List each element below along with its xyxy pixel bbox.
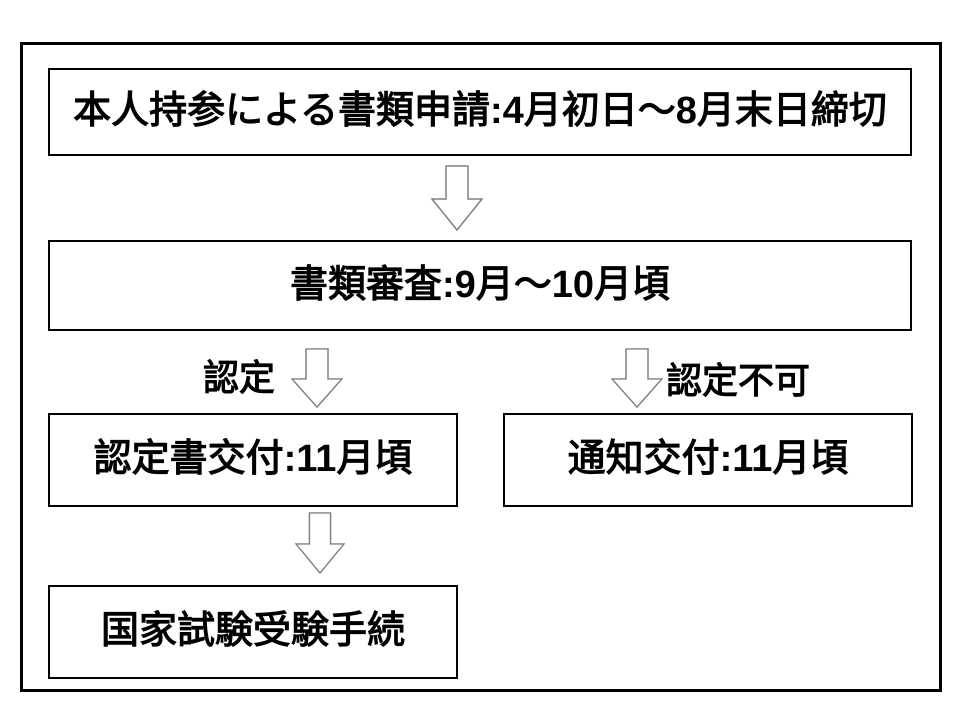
down-arrow-icon: [295, 512, 345, 574]
branch-label-not-approved: 認定不可: [666, 352, 810, 404]
flow-box-exam-label: 国家試験受験手続: [100, 610, 405, 653]
branch-label-approved: 認定: [203, 349, 275, 401]
flow-box-screening: 書類審査:9月～10月頃: [48, 240, 912, 331]
branch-label-not-approved-text: 認定不可: [666, 360, 811, 401]
flow-box-notice-label: 通知交付:11月頃: [567, 438, 849, 481]
flow-box-certificate: 認定書交付:11月頃: [48, 413, 458, 507]
flow-box-screening-label: 書類審査:9月～10月頃: [289, 263, 671, 306]
flow-box-certificate-label: 認定書交付:11月頃: [93, 438, 413, 481]
down-arrow-icon: [291, 348, 343, 408]
flow-box-application: 本人持参による書類申請:4月初日～8月末日締切: [48, 68, 912, 156]
flow-box-exam: 国家試験受験手続: [48, 585, 458, 679]
down-arrow-icon: [611, 348, 663, 408]
down-arrow-icon: [431, 165, 483, 231]
branch-label-approved-text: 認定: [203, 357, 276, 398]
flow-box-notice: 通知交付:11月頃: [503, 413, 913, 507]
flow-box-application-label: 本人持参による書類申請:4月初日～8月末日締切: [73, 90, 887, 133]
